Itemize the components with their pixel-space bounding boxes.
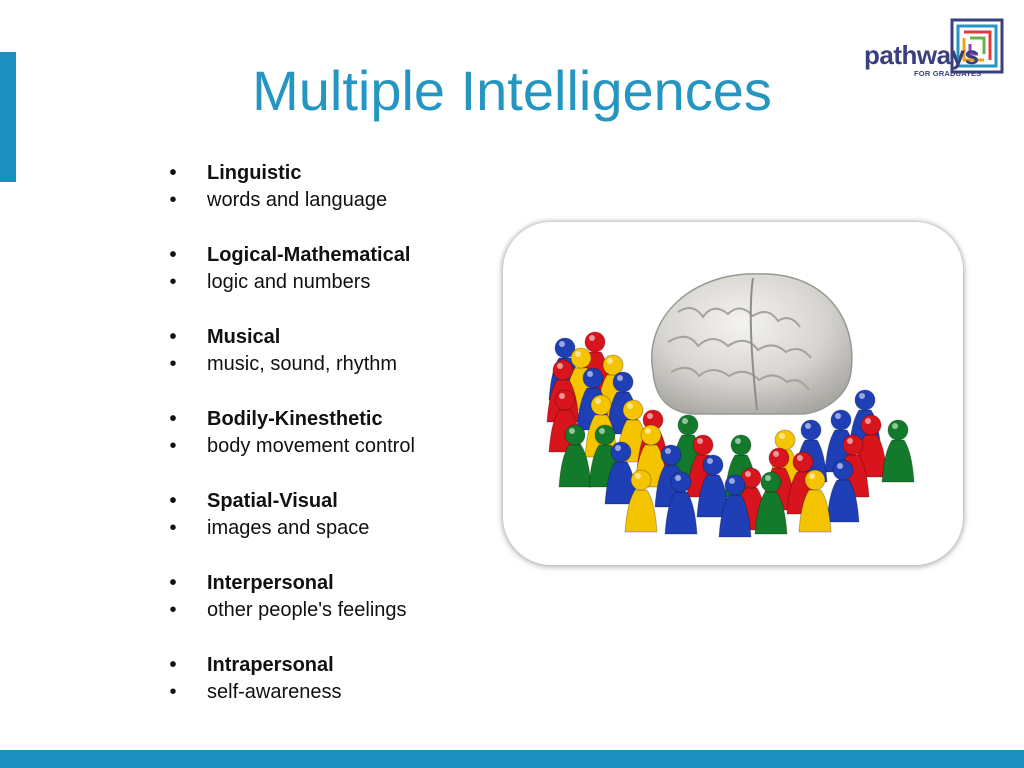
list-item-description: • words and language	[167, 187, 497, 214]
intelligence-description: other people's feelings	[207, 599, 407, 621]
intelligence-name: Intrapersonal	[207, 654, 334, 676]
list-item-heading: • Bodily-Kinesthetic	[167, 406, 497, 433]
bullet-icon: •	[169, 681, 177, 703]
intelligence-description: words and language	[207, 189, 388, 211]
bullet-icon: •	[169, 244, 177, 266]
pawn-icon	[754, 471, 788, 535]
bottom-accent-bar	[0, 750, 1024, 768]
list-item-heading: • Linguistic	[167, 160, 497, 187]
bullet-icon: •	[169, 490, 177, 512]
bullet-icon: •	[169, 326, 177, 348]
bullet-icon: •	[169, 599, 177, 621]
intelligence-name: Bodily-Kinesthetic	[207, 408, 383, 430]
list-item-description: • images and space	[167, 515, 497, 542]
intelligence-name: Spatial-Visual	[207, 490, 338, 512]
intelligence-name: Musical	[207, 326, 281, 348]
intelligence-name: Logical-Mathematical	[207, 244, 411, 266]
maze-logo-icon	[950, 18, 1004, 74]
list-item-description: • logic and numbers	[167, 269, 497, 296]
list-item-heading: • Intrapersonal	[167, 652, 497, 679]
list-item-description: • self-awareness	[167, 679, 497, 706]
bullet-icon: •	[169, 654, 177, 676]
pawn-icon	[881, 419, 915, 483]
list-item-description: • body movement control	[167, 433, 497, 460]
list-item-heading: • Logical-Mathematical	[167, 242, 497, 269]
intelligence-description: self-awareness	[207, 681, 342, 703]
pawn-icon	[558, 424, 592, 488]
logo-subtitle: FOR GRADUATES	[914, 69, 982, 78]
brain-illustration	[546, 273, 915, 538]
list-item-description: • other people's feelings	[167, 597, 497, 624]
bullet-icon: •	[169, 572, 177, 594]
bullet-icon: •	[169, 189, 177, 211]
pathways-logo: pathways FOR GRADUATES	[864, 18, 1006, 78]
left-accent-bar	[0, 52, 16, 182]
bullet-icon: •	[169, 353, 177, 375]
pawn-icon	[696, 454, 730, 518]
bullet-icon: •	[169, 435, 177, 457]
intelligence-description: body movement control	[207, 435, 415, 457]
intelligences-list: • Linguistic • words and language • Logical…	[167, 160, 497, 706]
bullet-icon: •	[169, 271, 177, 293]
bullet-icon: •	[169, 162, 177, 184]
bullet-icon: •	[169, 408, 177, 430]
logo-wordmark: pathways	[864, 40, 979, 70]
slide-title: Multiple Intelligences	[252, 59, 772, 122]
brain-with-pawns-image	[503, 222, 963, 565]
intelligence-description: images and space	[207, 517, 370, 539]
pawn-icon	[624, 469, 658, 533]
bullet-icon: •	[169, 517, 177, 539]
pawn-icon	[664, 471, 698, 535]
brain-icon	[651, 273, 853, 415]
list-item-heading: • Spatial-Visual	[167, 488, 497, 515]
game-pawns	[546, 331, 915, 538]
pawn-icon	[798, 469, 832, 533]
list-item-description: • music, sound, rhythm	[167, 351, 497, 378]
intelligence-name: Linguistic	[207, 162, 302, 184]
list-item-heading: • Musical	[167, 324, 497, 351]
intelligence-description: music, sound, rhythm	[207, 353, 398, 375]
intelligence-description: logic and numbers	[207, 271, 371, 293]
list-item-heading: • Interpersonal	[167, 570, 497, 597]
pawn-icon	[718, 474, 752, 538]
pawn-icon	[826, 459, 860, 523]
intelligence-name: Interpersonal	[207, 572, 334, 594]
